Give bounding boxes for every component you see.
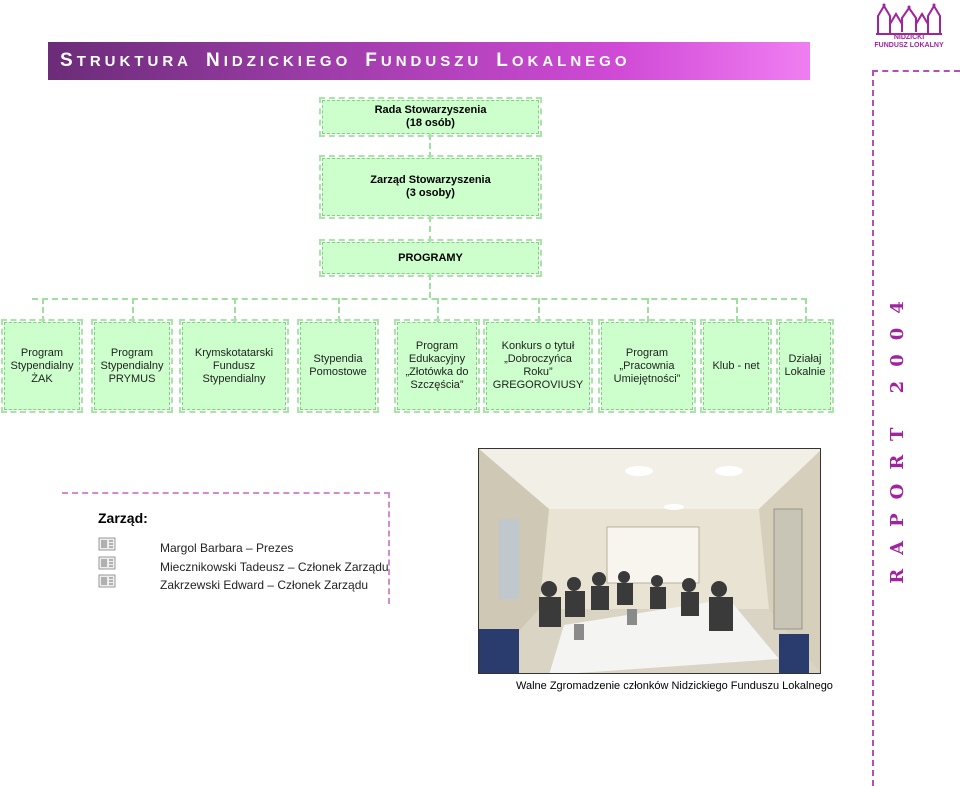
title-initial: N [206, 50, 224, 71]
rada-label: Rada Stowarzyszenia (18 osób) [374, 104, 487, 129]
program-label: Działaj Lokalnie [784, 353, 826, 378]
title-rest: TRUKTURA [76, 53, 193, 70]
program-label: Program Edukacyjny „Złotówka do Szczęści… [405, 340, 469, 391]
connector-program-drop [42, 298, 44, 322]
connector-program-drop [338, 298, 340, 322]
document-bullet-icon [98, 556, 116, 570]
title-rest: UNDUSZU [380, 53, 483, 70]
program-label: Krymskotatarski Fundusz Stypendialny [194, 346, 274, 385]
connector-program-drop [647, 298, 649, 322]
title-word: NIDZICKIEGO [206, 50, 352, 71]
connector-zarzad-programy [429, 216, 431, 242]
program-box: Klub - net [700, 319, 772, 413]
program-box: Stypendia Pomostowe [297, 319, 379, 413]
program-label: Stypendia Pomostowe [309, 353, 367, 378]
connector-program-drop [736, 298, 738, 322]
connector-program-drop [132, 298, 134, 322]
program-label: Program Stypendialny ŻAK [10, 346, 74, 385]
logo-text: NIDZICKI FUNDUSZ LOKALNY [870, 34, 948, 50]
program-label: Program Stypendialny PRYMUS [100, 346, 164, 385]
title-initial: S [60, 50, 77, 71]
program-box: Program Edukacyjny „Złotówka do Szczęści… [394, 319, 480, 413]
title-rest: IDZICKIEGO [223, 53, 352, 70]
board-member: Zakrzewski Edward – Członek Zarządu [160, 578, 369, 592]
side-border-left [872, 70, 874, 786]
programy-box: PROGRAMY [319, 239, 542, 277]
rada-box: Rada Stowarzyszenia (18 osób) [319, 97, 542, 137]
board-member: Margol Barbara – Prezes [160, 541, 294, 555]
title-rest: OKALNEGO [511, 53, 631, 70]
program-box: Program „Pracownia Umiejętności” [598, 319, 696, 413]
raport-text: RAPORT 2004 [886, 286, 908, 584]
document-bullet-icon [98, 537, 116, 551]
meeting-photo-illustration [479, 449, 820, 673]
logo-line2: FUNDUSZ LOKALNY [874, 42, 944, 49]
program-box: Program Stypendialny PRYMUS [91, 319, 173, 413]
program-label: Klub - net [712, 359, 760, 372]
program-label: Konkurs o tytuł „Dobroczyńca Roku” GREGO… [492, 340, 584, 391]
program-box: Program Stypendialny ŻAK [1, 319, 83, 413]
connector-programy-bus [429, 274, 431, 298]
side-border-top [872, 70, 960, 72]
title-banner: STRUKTURA NIDZICKIEGO FUNDUSZU LOKALNEGO [48, 42, 810, 80]
programy-label: PROGRAMY [398, 251, 463, 264]
board-frame [62, 492, 390, 604]
program-box: Krymskotatarski Fundusz Stypendialny [179, 319, 289, 413]
title-initial: F [365, 50, 381, 71]
title-word: LOKALNEGO [496, 50, 631, 71]
program-label: Program „Pracownia Umiejętności” [613, 346, 681, 385]
connector-program-drop [437, 298, 439, 322]
board-member: Miecznikowski Tadeusz – Członek Zarządu [160, 560, 389, 574]
connector-program-drop [234, 298, 236, 322]
connector-program-drop [538, 298, 540, 322]
title-word: FUNDUSZU [365, 50, 483, 71]
logo-line1: NIDZICKI [893, 34, 925, 41]
zarzad-stowarzyszenia-box: Zarząd Stowarzyszenia (3 osoby) [319, 155, 542, 219]
document-bullet-icon [98, 574, 116, 588]
program-box: Konkurs o tytuł „Dobroczyńca Roku” GREGO… [483, 319, 593, 413]
connector-rada-zarzad [429, 134, 431, 158]
connector-program-drop [805, 298, 807, 322]
connector-programs-bus [32, 298, 807, 300]
zarzad-stowarzyszenia-label: Zarząd Stowarzyszenia (3 osoby) [370, 174, 491, 199]
castle-logo-icon [876, 3, 942, 35]
program-box: Działaj Lokalnie [776, 319, 834, 413]
board-title: Zarząd: [98, 510, 148, 526]
title-word: STRUKTURA [60, 50, 193, 71]
title-initial: L [496, 50, 512, 71]
side-label-raport: RAPORT 2004 [880, 287, 914, 584]
page-title: STRUKTURA NIDZICKIEGO FUNDUSZU LOKALNEGO [60, 50, 645, 72]
photo-caption: Walne Zgromadzenie członków Nidzickiego … [516, 680, 833, 692]
meeting-photo [478, 448, 821, 674]
